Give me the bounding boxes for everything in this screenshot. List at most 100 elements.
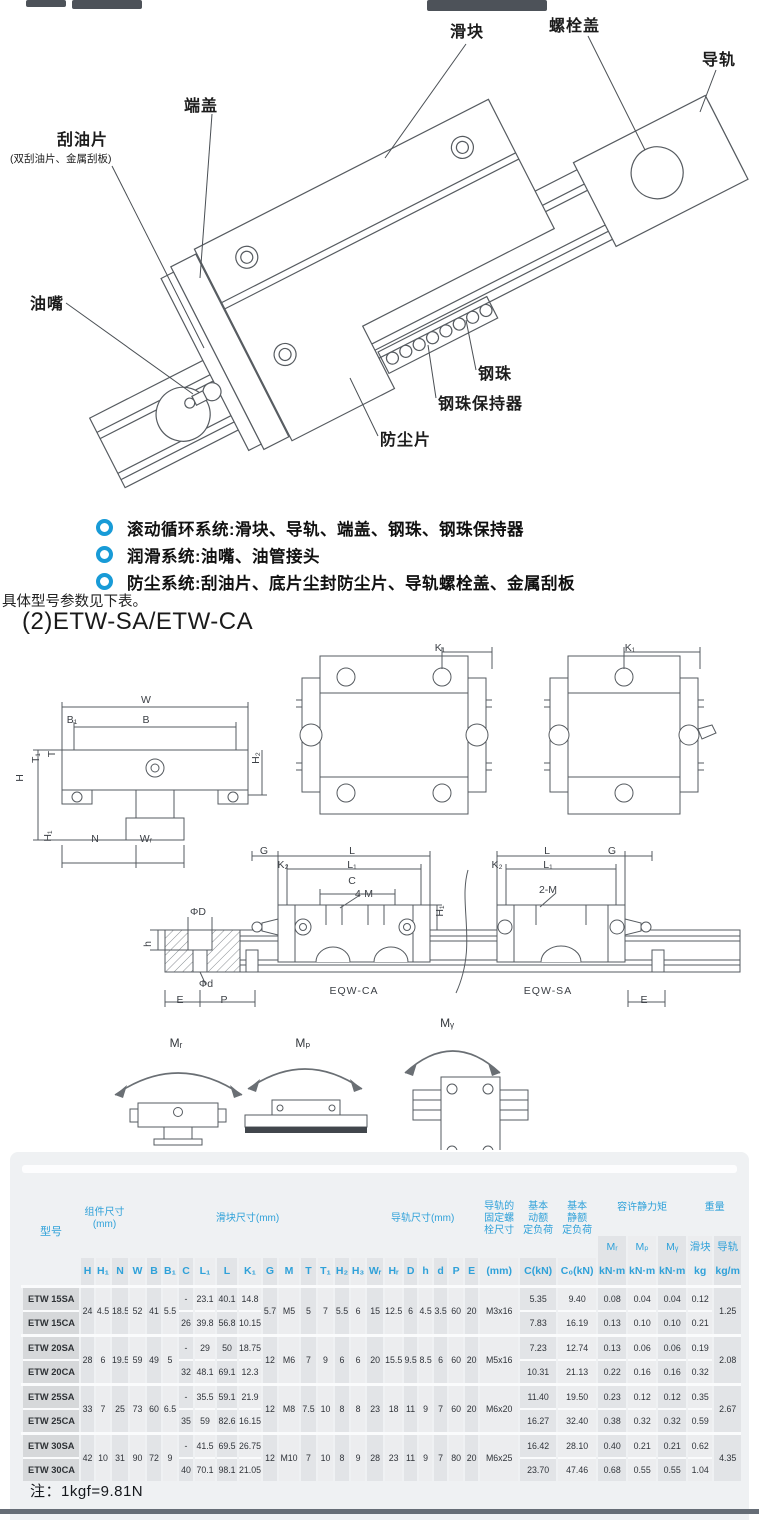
leader-line: [428, 345, 436, 398]
shared-dim-cell: 80: [447, 1432, 465, 1481]
shared-dim-cell: 5: [161, 1334, 178, 1385]
part-label: 油嘴: [30, 296, 65, 313]
row-dim-cell: -: [177, 1334, 194, 1360]
row-load-cell: 12.74: [556, 1334, 598, 1360]
header-letter: H₁: [94, 1258, 111, 1287]
leader-line: [200, 114, 212, 278]
row-dim-cell: 26.75: [237, 1432, 262, 1458]
row-load-cell: 0.04: [626, 1285, 658, 1311]
shared-dim-cell: M6: [277, 1334, 300, 1385]
part-label: (双刮油片、金属刮板): [10, 153, 112, 165]
dim-label: W: [141, 694, 151, 706]
shared-dim-cell: 20: [463, 1383, 480, 1434]
shared-dim-cell: 11: [402, 1432, 419, 1481]
row-dim-cell: 21.9: [237, 1383, 262, 1409]
leader-line: [350, 378, 378, 436]
header-weight: 重量: [686, 1180, 742, 1236]
row-load-cell: 0.23: [596, 1383, 628, 1409]
dim-label: h: [142, 941, 154, 947]
header-letter: T: [299, 1258, 317, 1287]
row-load-cell: 0.16: [656, 1359, 688, 1385]
dimension-drawing-canvas: [0, 645, 759, 1150]
row-load-cell: 1.04: [686, 1457, 714, 1481]
shared-dim-cell: 60: [447, 1285, 465, 1336]
shared-dim-cell: 5: [299, 1285, 317, 1336]
shared-dim-cell: 5.5: [333, 1285, 350, 1336]
system-item: 滚动循环系统:滑块、导轨、端盖、钢珠、钢珠保持器: [96, 514, 575, 541]
shared-dim-cell: M8: [277, 1383, 300, 1434]
linear-guide-drawing: [0, 0, 759, 500]
row-load-cell: 9.40: [556, 1285, 598, 1311]
row-load-cell: 0.40: [596, 1432, 628, 1458]
row-dim-cell: 69.5: [215, 1432, 238, 1458]
unit-note: 注：1kgf=9.81N: [30, 1483, 144, 1500]
shared-dim-cell: 7: [299, 1432, 317, 1481]
section-heading: (2)ETW-SA/ETW-CA: [22, 608, 254, 635]
shared-dim-cell: 60: [145, 1383, 162, 1434]
part-label: 钢珠: [478, 366, 513, 383]
row-dim-cell: 56.8: [215, 1310, 238, 1336]
row-load-cell: 0.04: [656, 1285, 688, 1311]
row-load-cell: 0.68: [596, 1457, 628, 1481]
system-item: 防尘系统:刮油片、底片尘封防尘片、导轨螺栓盖、金属刮板: [96, 568, 575, 595]
model-cell: ETW 25CA: [21, 1408, 80, 1434]
header-letter: (mm): [478, 1258, 520, 1287]
header-letter: T₁: [316, 1258, 334, 1287]
rail-weight-cell: 1.25: [712, 1285, 742, 1336]
row-load-cell: 0.12: [626, 1383, 658, 1409]
shared-dim-cell: 10: [316, 1383, 334, 1434]
dim-label: 2-M: [538, 884, 558, 896]
header-weight-sub: 导轨: [712, 1236, 742, 1258]
header-weight-sub: 滑块: [686, 1236, 714, 1258]
row-load-cell: 0.22: [596, 1359, 628, 1385]
system-item: 润滑系统:油嘴、油管接头: [96, 541, 575, 568]
dim-label: ΦD: [190, 906, 206, 918]
header-letter: h: [417, 1258, 434, 1287]
shared-dim-cell: 8: [333, 1383, 350, 1434]
model-cell: ETW 25SA: [21, 1383, 80, 1409]
shared-dim-cell: M3x16: [478, 1285, 520, 1336]
moment-label: Mₚ: [295, 1036, 311, 1050]
row-dim-cell: -: [177, 1285, 194, 1311]
shared-dim-cell: 9: [417, 1383, 434, 1434]
rail-weight-cell: 2.08: [712, 1334, 742, 1385]
shared-dim-cell: 31: [110, 1432, 129, 1481]
row-load-cell: 0.32: [626, 1408, 658, 1434]
header-letter: Hᵣ: [383, 1258, 404, 1287]
shared-dim-cell: 3.5: [432, 1285, 449, 1336]
row-dim-cell: 59: [193, 1408, 216, 1434]
row-load-cell: 0.13: [596, 1334, 628, 1360]
part-label: 端盖: [184, 98, 219, 115]
shared-dim-cell: 9: [161, 1432, 178, 1481]
dim-label: Wᵣ: [139, 833, 153, 845]
dim-label: E: [176, 994, 184, 1006]
row-load-cell: 16.27: [518, 1408, 558, 1434]
header-letter: kg/m: [712, 1258, 742, 1287]
row-load-cell: 11.40: [518, 1383, 558, 1409]
row-load-cell: 0.55: [656, 1457, 688, 1481]
header-bolt-size: 导轨的 固定螺 栓尺寸: [478, 1180, 520, 1258]
header-letter: W: [128, 1258, 146, 1287]
row-load-cell: 0.10: [626, 1310, 658, 1336]
system-item-label: 滚动循环系统:滑块、导轨、端盖、钢珠、钢珠保持器: [127, 520, 524, 539]
shared-dim-cell: 24: [79, 1285, 95, 1336]
row-load-cell: 0.19: [686, 1334, 714, 1360]
row-dim-cell: -: [177, 1432, 194, 1458]
header-model: 型号: [21, 1180, 80, 1287]
row-load-cell: 47.46: [556, 1457, 598, 1481]
dim-label: Φd: [198, 978, 214, 990]
shared-dim-cell: 12.5: [383, 1285, 404, 1336]
shared-dim-cell: 18.5: [110, 1285, 129, 1336]
shared-dim-cell: 5.5: [161, 1285, 178, 1336]
shared-dim-cell: 8.5: [417, 1334, 434, 1385]
shared-dim-cell: M10: [277, 1432, 300, 1481]
shared-dim-cell: 52: [128, 1285, 146, 1336]
header-letter: L₁: [193, 1258, 216, 1287]
row-dim-cell: 12.3: [237, 1359, 262, 1385]
system-item-label: 润滑系统:油嘴、油管接头: [127, 547, 320, 566]
header-letter: Wᵣ: [365, 1258, 385, 1287]
cross-section-view: [33, 702, 267, 868]
shared-dim-cell: 28: [365, 1432, 385, 1481]
shared-dim-cell: 59: [128, 1334, 146, 1385]
shared-dim-cell: 6: [94, 1334, 111, 1385]
